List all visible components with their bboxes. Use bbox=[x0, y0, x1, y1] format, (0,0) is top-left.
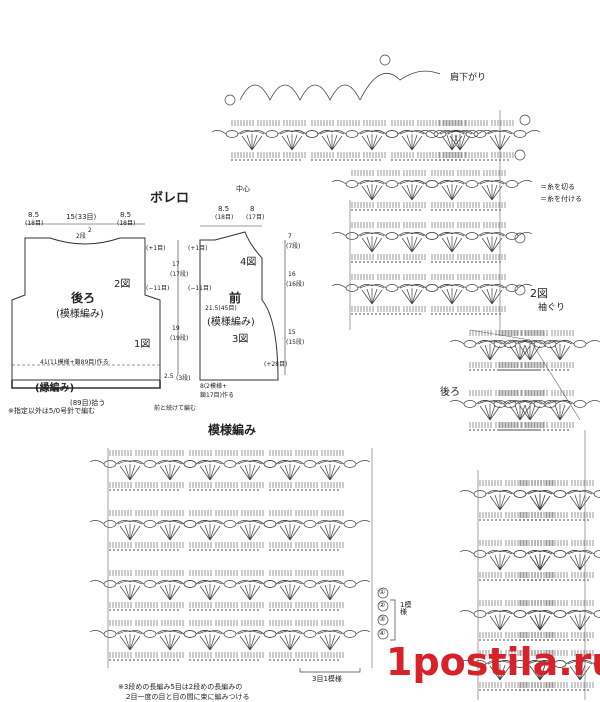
dim-back-top-right-st: (18目) bbox=[117, 220, 136, 227]
dim-back-neck-2: 2 bbox=[88, 227, 92, 234]
dim-front-top-left-st: (18目) bbox=[215, 214, 234, 221]
dim-back-side-1: (+1目) bbox=[146, 245, 166, 252]
figure-1-label: 1図 bbox=[134, 339, 151, 350]
yoke-pattern-chart bbox=[212, 70, 581, 421]
postila-watermark[interactable]: 1postila.ru bbox=[386, 640, 600, 684]
dim-back-edge-h2: (3段) bbox=[176, 375, 191, 382]
row-markers bbox=[224, 54, 531, 640]
hook-note: ※指定以外は5/0号針で編む bbox=[8, 407, 96, 415]
center-label: 中心 bbox=[236, 185, 250, 193]
row-mark-2: ② bbox=[379, 601, 386, 609]
dim-front-right-6: (15段) bbox=[286, 339, 305, 346]
dim-back-neck: 2段 bbox=[76, 233, 86, 240]
sleeve-label: 袖ぐり bbox=[538, 303, 566, 313]
dim-back-side-6: (19段) bbox=[170, 335, 189, 342]
dim-back-side-5: 19 bbox=[172, 325, 180, 332]
pattern-repeat-label: 1模様 bbox=[400, 601, 412, 616]
dim-back-top-left: 8.5 bbox=[28, 211, 40, 219]
dim-back-top-left-st: (18目) bbox=[25, 220, 44, 227]
dim-back-edge-h: 2.5 bbox=[164, 373, 174, 380]
row-mark-1: ① bbox=[379, 588, 386, 596]
back-right-pattern-chart bbox=[450, 330, 600, 700]
watermark-prefix: 1 bbox=[386, 640, 413, 684]
bottom-repeat-label: 3目1模様 bbox=[312, 675, 342, 683]
dim-back-width: 41(11模様+鎖89目)作る bbox=[40, 359, 109, 366]
figure-2-label: 2図 bbox=[114, 279, 131, 290]
footnote-line-2: 2目一度の目と目の間に束に編みつける bbox=[126, 693, 250, 701]
dim-front-right-3: 16 bbox=[288, 271, 296, 278]
repeat-bracket bbox=[390, 599, 396, 641]
bolero-title: ボレロ bbox=[150, 191, 190, 206]
back-right-label: 後ろ bbox=[440, 387, 460, 398]
dim-front-width: 21.5(45目) bbox=[205, 305, 237, 312]
dim-back-top-right: 8.5 bbox=[120, 211, 132, 219]
dim-front-right-7: (+28目) bbox=[264, 361, 288, 368]
dim-front-join: 前と続けて編む bbox=[154, 405, 197, 412]
back-label: 後ろ bbox=[71, 291, 96, 305]
dim-back-side-2: 17 bbox=[172, 261, 180, 268]
dim-back-side-3: (17段) bbox=[170, 271, 189, 278]
edge-label: (縁編み) bbox=[35, 383, 75, 394]
figure-4-label: 4図 bbox=[240, 257, 257, 268]
watermark-text: postila.ru bbox=[412, 640, 600, 684]
footnote-line-1: ※3段めの長編み5目は2段めの長編みの bbox=[118, 683, 243, 691]
dim-front-side-2: (−11目) bbox=[188, 285, 212, 292]
back-pattern-label: (模様編み) bbox=[56, 309, 104, 320]
yoke-scallops bbox=[239, 70, 441, 101]
front-pattern-label: (模様編み) bbox=[207, 317, 255, 328]
dim-front-right-5: 15 bbox=[288, 329, 296, 336]
back-schematic bbox=[11, 223, 179, 389]
figure-2-right-label: 2図 bbox=[530, 287, 548, 300]
dim-front-right-2: (7段) bbox=[286, 243, 301, 250]
dim-front-top-right-st: (17目) bbox=[246, 214, 265, 221]
front-label: 前 bbox=[229, 291, 242, 305]
dim-front-side-1: (+1目) bbox=[188, 245, 208, 252]
dim-front-right-4: (16段) bbox=[286, 281, 305, 288]
pattern-title: 模様編み bbox=[208, 423, 257, 437]
yoke-chain-edges bbox=[349, 110, 581, 421]
dim-front-right-1: 7 bbox=[288, 233, 292, 240]
dim-front-top-left: 8.5 bbox=[218, 205, 230, 213]
row-mark-4: ④ bbox=[379, 629, 386, 637]
shoulder-label: 肩下がり bbox=[450, 73, 487, 83]
pattern-stitch-chart bbox=[90, 448, 396, 673]
dim-back-top-mid: 15(33目) bbox=[66, 213, 97, 221]
legend-attach: ＝糸を付ける bbox=[540, 195, 582, 203]
front-schematic bbox=[199, 225, 286, 381]
bottom-repeat-bracket bbox=[299, 668, 361, 673]
dim-front-chain: 8(2模様+ bbox=[200, 383, 228, 390]
dim-front-chain-2: 鎖17目)作る bbox=[200, 392, 234, 399]
legend-cut: ＝糸を切る bbox=[540, 183, 575, 191]
figure-3-label: 3図 bbox=[232, 334, 249, 345]
dim-front-top-right: 8 bbox=[250, 205, 255, 213]
dim-back-side-4: (−11目) bbox=[146, 285, 170, 292]
edge-stitches: (89目)拾う bbox=[70, 399, 106, 407]
row-mark-3: ③ bbox=[379, 615, 386, 623]
